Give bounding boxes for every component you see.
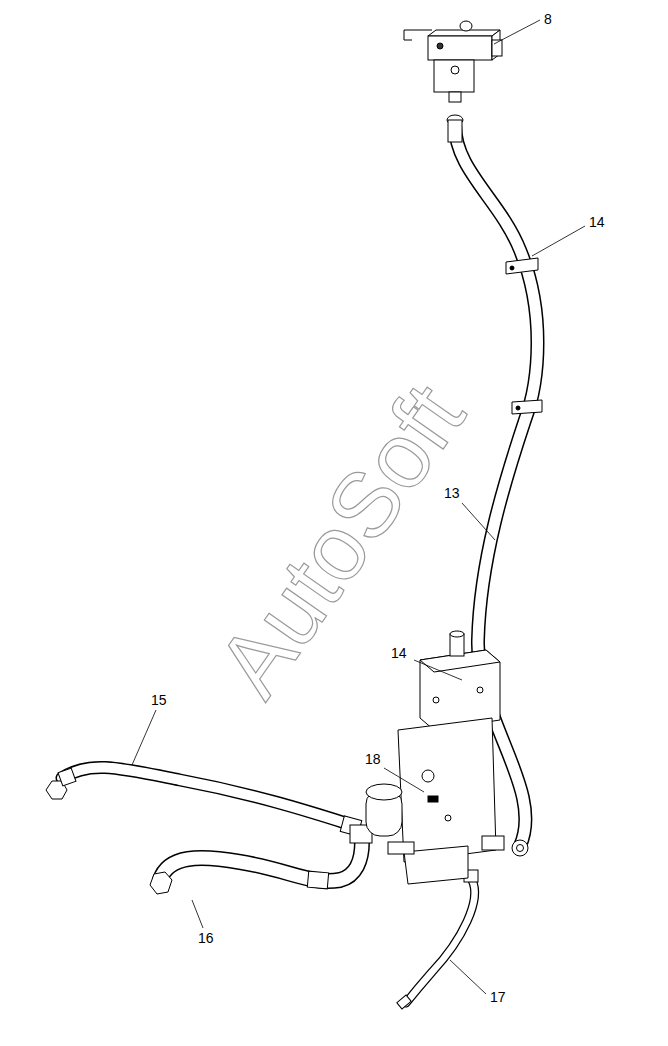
bracket xyxy=(404,40,412,41)
clamp xyxy=(512,400,542,414)
hose xyxy=(406,880,475,1003)
fitting xyxy=(512,840,528,856)
callout-number: 16 xyxy=(197,930,215,946)
leader-line xyxy=(132,20,585,994)
callout-number: 8 xyxy=(543,11,553,27)
fitting xyxy=(388,842,414,854)
fitting xyxy=(482,836,504,850)
callout-number: 17 xyxy=(489,989,507,1005)
valve-block xyxy=(428,36,492,60)
callout-number: 15 xyxy=(150,692,168,708)
fitting xyxy=(397,995,411,1009)
callout-number: 18 xyxy=(364,751,382,767)
callout-number: 14 xyxy=(588,214,606,230)
pump-body xyxy=(420,650,500,730)
port xyxy=(451,66,459,74)
clamp xyxy=(506,258,538,274)
valve-block xyxy=(434,60,474,92)
hose xyxy=(160,842,362,881)
hose xyxy=(160,842,362,881)
callout-number: 14 xyxy=(390,645,408,661)
fitting xyxy=(448,120,462,142)
callout-number: 13 xyxy=(443,485,461,501)
fitting xyxy=(307,871,328,889)
port xyxy=(422,770,434,782)
port xyxy=(437,43,443,49)
hose xyxy=(406,880,475,1003)
fitting xyxy=(517,845,524,852)
pump-body xyxy=(398,718,496,862)
nut xyxy=(150,872,172,894)
hose xyxy=(62,767,355,826)
fitting xyxy=(449,92,461,102)
port xyxy=(460,21,472,31)
fitting xyxy=(58,768,76,786)
hose xyxy=(62,767,355,826)
watermark: AutoSoft xyxy=(198,367,482,713)
